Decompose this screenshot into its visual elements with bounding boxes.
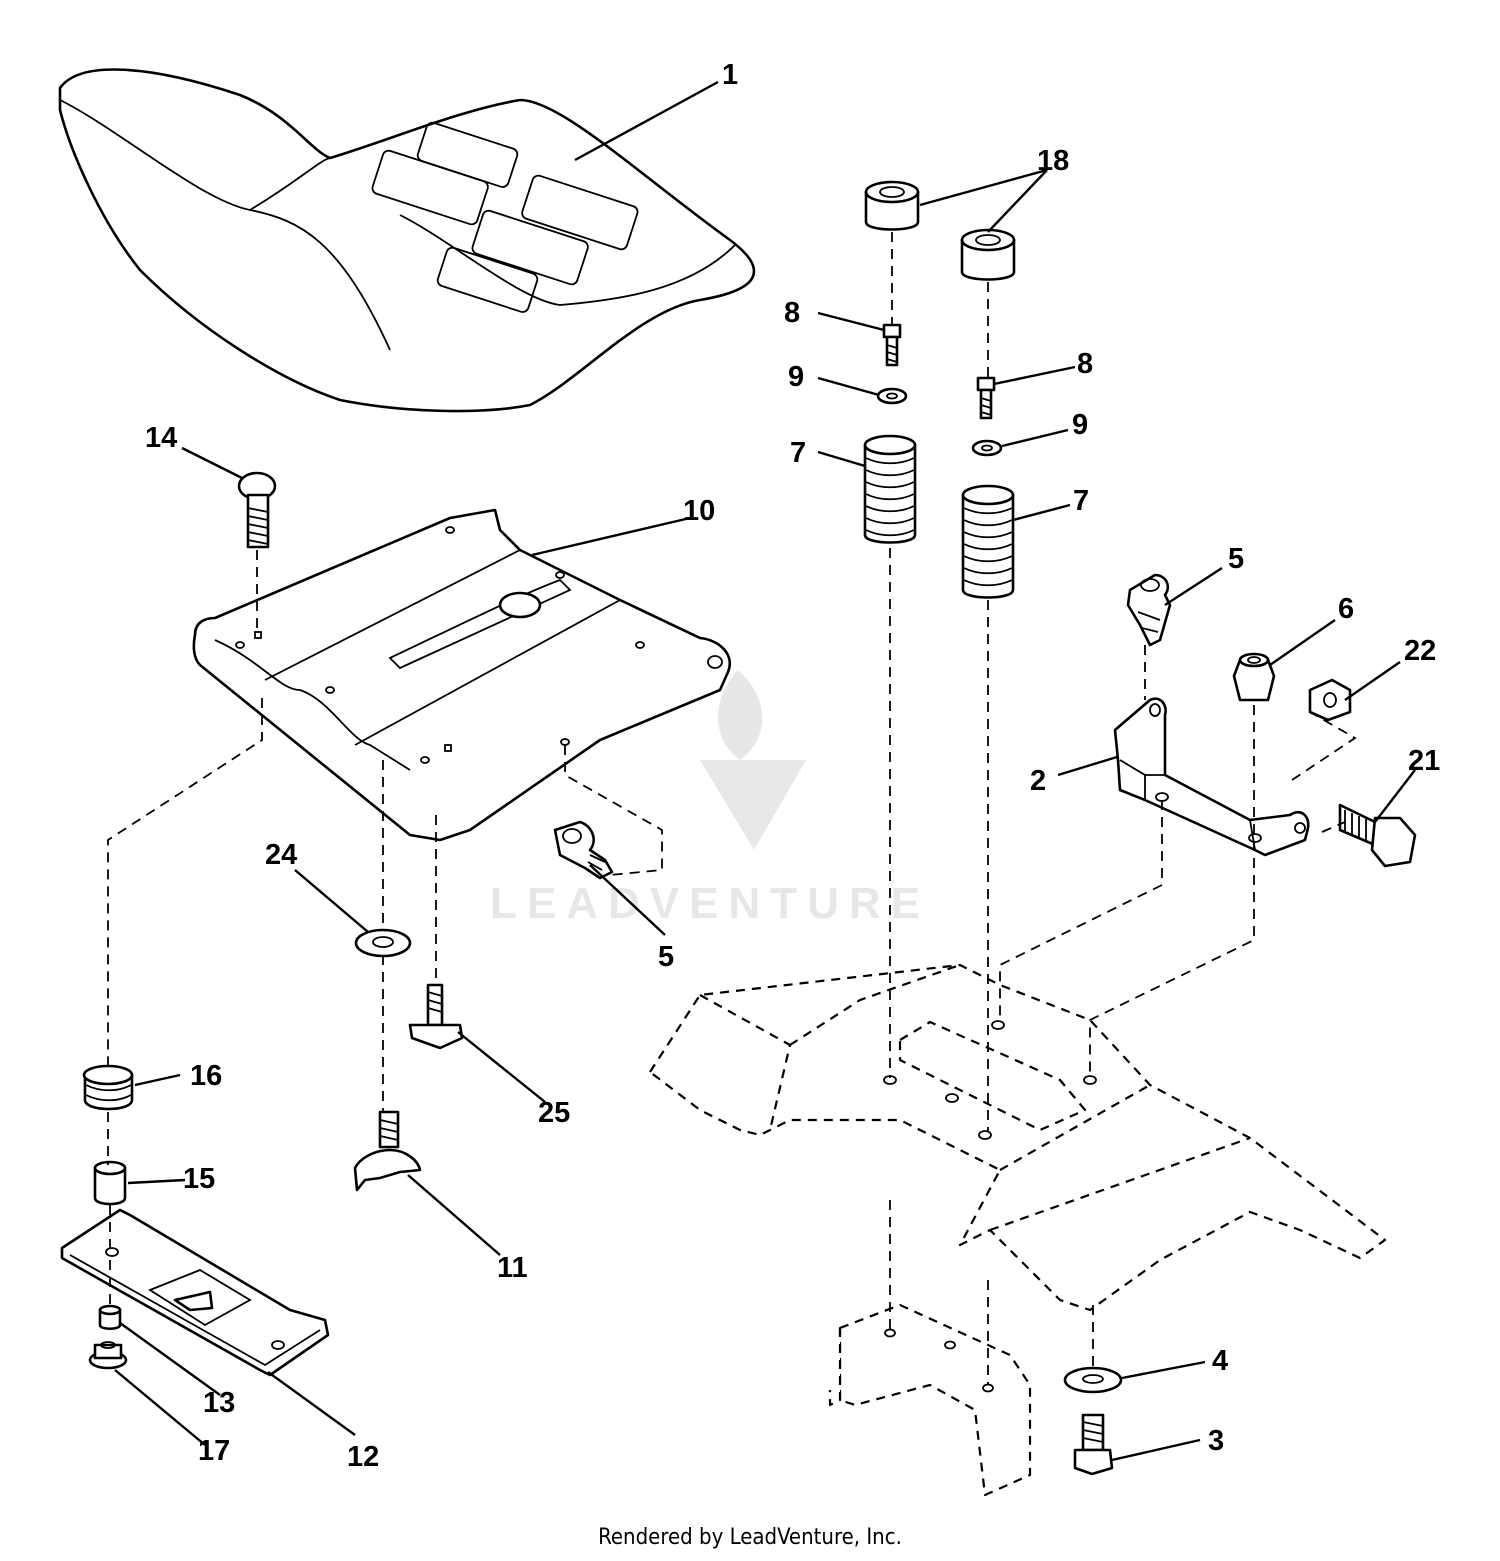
- small-spacer: [98, 1304, 122, 1331]
- watermark-text: LEADVENTURE: [490, 879, 930, 928]
- bolt-left: [882, 323, 902, 367]
- callout-9-right: 9: [1072, 409, 1088, 441]
- bolt-right: [976, 376, 996, 420]
- flat-washer: [354, 928, 412, 958]
- callout-1: 1: [722, 59, 738, 91]
- flange-nut: [88, 1341, 128, 1370]
- callout-16: 16: [190, 1060, 222, 1092]
- callout-15: 15: [183, 1163, 215, 1195]
- footer-credit: Rendered by LeadVenture, Inc.: [598, 1525, 902, 1550]
- callout-18: 18: [1037, 145, 1069, 177]
- callout-7-right: 7: [1073, 485, 1089, 517]
- callout-14: 14: [145, 422, 177, 454]
- assembly-lines: [107, 232, 1357, 1385]
- callout-12: 12: [347, 1441, 379, 1473]
- leader-lines: [114, 80, 1416, 1462]
- spacer-right: [960, 228, 1016, 281]
- seat-pan: [192, 508, 731, 842]
- spacer-left: [864, 180, 920, 231]
- watermark-logo: [700, 670, 806, 850]
- callout-13: 13: [203, 1387, 235, 1419]
- callout-10: 10: [683, 495, 715, 527]
- slide-rail: [60, 1208, 330, 1377]
- callout-11: 11: [497, 1252, 528, 1284]
- seat: [58, 68, 756, 413]
- callout-4: 4: [1212, 1345, 1228, 1377]
- hex-nut: [1308, 678, 1352, 722]
- spring-right: [961, 484, 1015, 599]
- carriage-bolt: [237, 471, 277, 549]
- seat-frame-outline: [648, 963, 1387, 1497]
- callout-6: 6: [1338, 593, 1354, 625]
- lock-nut: [1232, 652, 1276, 702]
- shoulder-screw: [408, 983, 464, 1050]
- clip-upper: [1126, 573, 1172, 647]
- callout-7-left: 7: [790, 437, 806, 469]
- callout-5-lower: 5: [658, 941, 674, 973]
- callout-25: 25: [538, 1097, 570, 1129]
- shoulder-bolt: [1338, 803, 1417, 868]
- callout-5-upper: 5: [1228, 543, 1244, 575]
- callout-labels: 1 2 3 4 5 5 6 7 7 8 8 9 9 10 11 12 13 14…: [145, 59, 1440, 1473]
- seat-bracket: [1113, 697, 1310, 857]
- callout-24: 24: [265, 839, 297, 871]
- callout-22: 22: [1404, 635, 1436, 667]
- lower-washer: [1063, 1366, 1123, 1394]
- washer-left: [876, 387, 908, 405]
- seat-knob: [353, 1110, 422, 1192]
- compression-spring: [82, 1064, 134, 1111]
- callout-21: 21: [1408, 745, 1440, 777]
- callout-9-left: 9: [788, 361, 804, 393]
- spring-left: [863, 434, 917, 544]
- callout-17: 17: [198, 1435, 230, 1467]
- callout-3: 3: [1208, 1425, 1224, 1457]
- bushing: [93, 1160, 127, 1206]
- callout-8-right: 8: [1077, 348, 1093, 380]
- callout-2: 2: [1030, 765, 1046, 797]
- callout-8-left: 8: [784, 297, 800, 329]
- washer-right: [971, 439, 1003, 457]
- clip-lower: [553, 820, 614, 880]
- hex-bolt: [1073, 1413, 1114, 1476]
